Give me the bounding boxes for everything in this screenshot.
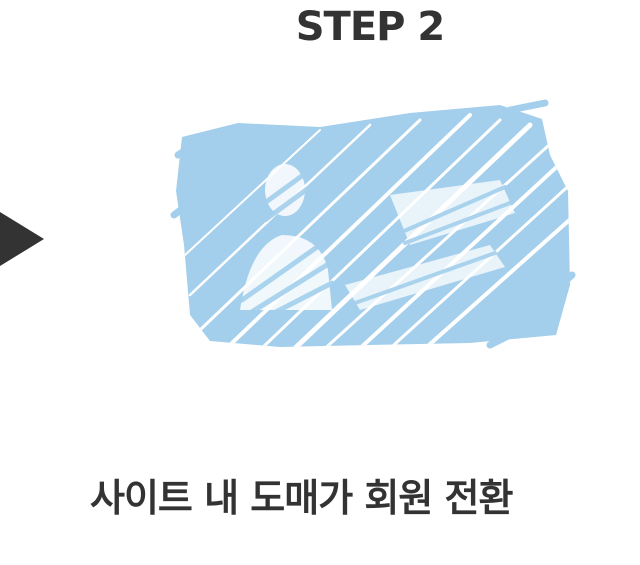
step-caption: 사이트 내 도매가 회원 전환	[90, 476, 513, 520]
play-triangle-icon	[0, 212, 44, 266]
person-at-computer-scribble-icon	[170, 99, 576, 349]
step-title: STEP 2	[295, 4, 446, 50]
